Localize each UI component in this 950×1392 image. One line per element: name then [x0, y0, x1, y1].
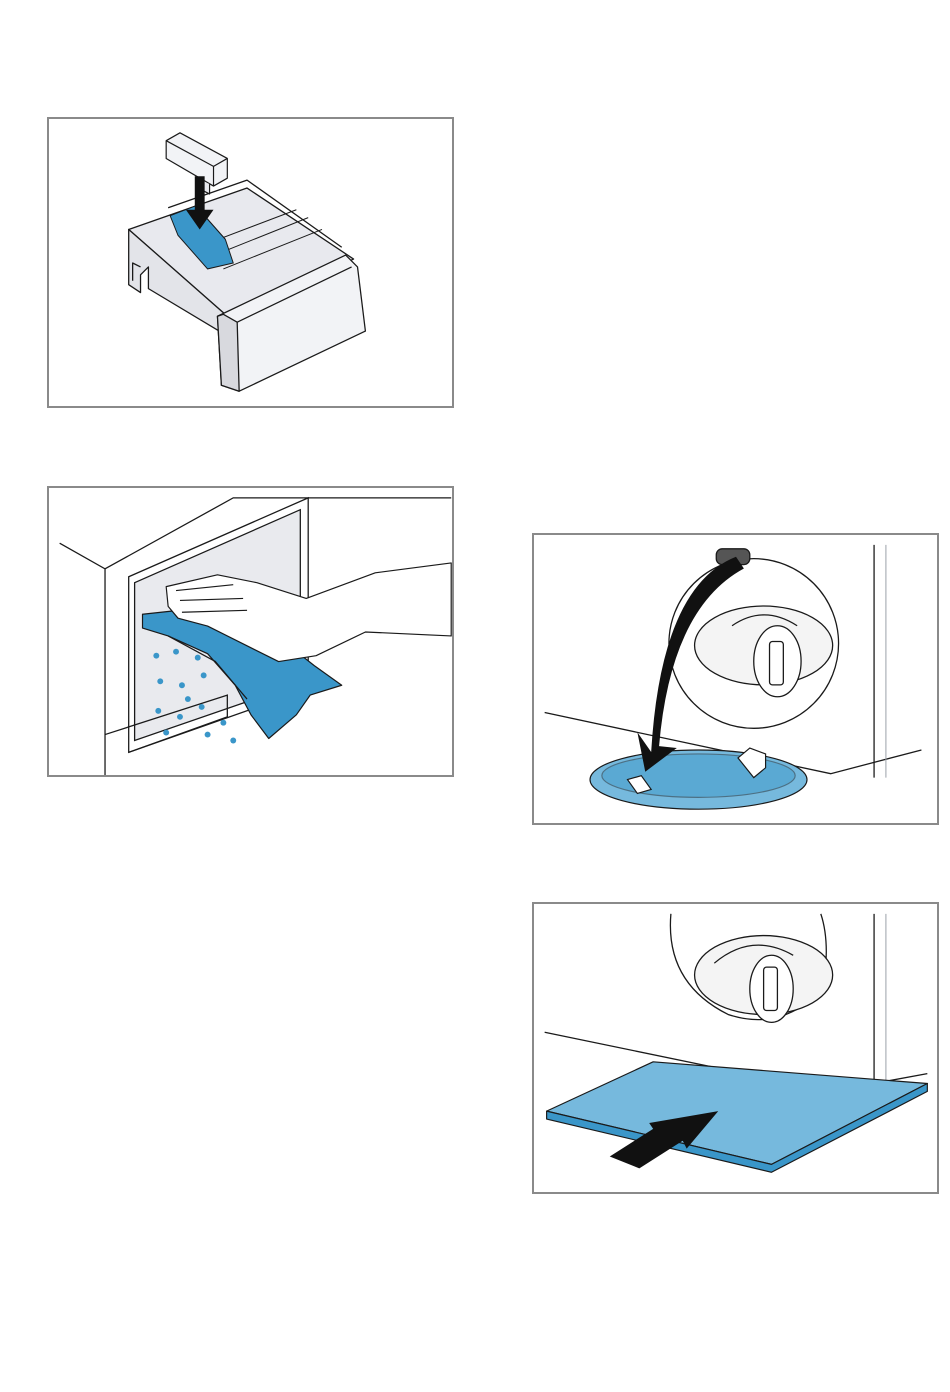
detergent-drawer-illustration: [49, 119, 452, 406]
flat-tray: [547, 1062, 928, 1172]
pump-cover-illustration: [534, 535, 937, 823]
filter-cap: [670, 914, 832, 1022]
cover-flap-blue: [590, 748, 807, 809]
wipe-compartment-illustration: [49, 488, 452, 775]
figure-wipe-compartment: [47, 486, 454, 777]
push-tray-illustration: [534, 904, 937, 1192]
figure-push-tray: [532, 902, 939, 1194]
figure-pump-cover: [532, 533, 939, 825]
figure-detergent-drawer: [47, 117, 454, 408]
filter-cap-zoom: [669, 549, 839, 729]
